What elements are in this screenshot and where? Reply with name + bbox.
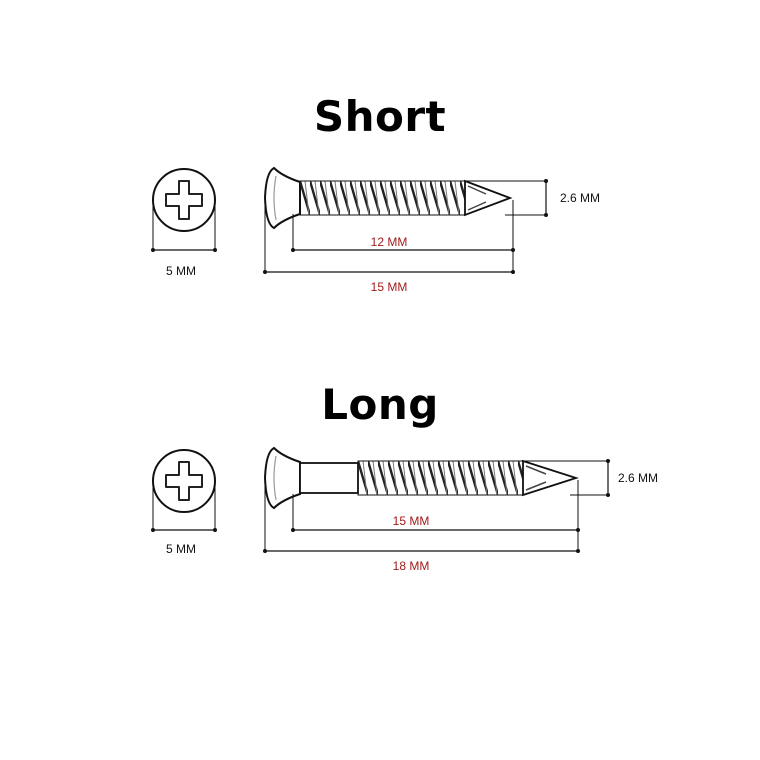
- long-head-diameter-label: 5 MM: [166, 542, 196, 556]
- short-length-dimensions: 12 MM 15 MM: [263, 200, 515, 294]
- short-head-diameter-label: 5 MM: [166, 264, 196, 278]
- long-phillips-cross-icon: [165, 461, 203, 501]
- short-shank-diameter-dimension: 2.6 MM: [465, 179, 600, 217]
- short-phillips-cross-icon: [165, 180, 203, 220]
- long-title: Long: [321, 380, 439, 429]
- long-shank-diameter-label: 2.6 MM: [618, 471, 658, 485]
- short-screw-group: 5 MM 2.6 MM 12 MM: [151, 166, 600, 294]
- short-screw-thread: [299, 180, 466, 216]
- long-shank-diameter-dimension: 2.6 MM: [523, 459, 658, 497]
- long-screw-tip: [522, 459, 579, 497]
- long-screw-smooth-shank: [299, 462, 359, 494]
- short-screw-head: [263, 166, 301, 230]
- long-length-dimensions: 15 MM 18 MM: [263, 480, 580, 573]
- long-head-end-view: 5 MM: [151, 449, 217, 556]
- short-shank-diameter-label: 2.6 MM: [560, 191, 600, 205]
- short-thread-length-label: 12 MM: [371, 235, 408, 249]
- long-screw-thread: [357, 460, 524, 496]
- long-screw-group: 5 MM 2.6 MM 15 MM: [151, 446, 658, 573]
- long-screw-side-view: [263, 446, 579, 510]
- short-head-end-view: 5 MM: [151, 168, 217, 278]
- short-title: Short: [313, 92, 447, 141]
- long-total-length-label: 18 MM: [393, 559, 430, 573]
- short-screw-tip: [464, 179, 513, 217]
- short-total-length-label: 15 MM: [371, 280, 408, 294]
- long-thread-length-label: 15 MM: [393, 514, 430, 528]
- short-screw-side-view: [263, 166, 513, 230]
- long-screw-head: [263, 446, 301, 510]
